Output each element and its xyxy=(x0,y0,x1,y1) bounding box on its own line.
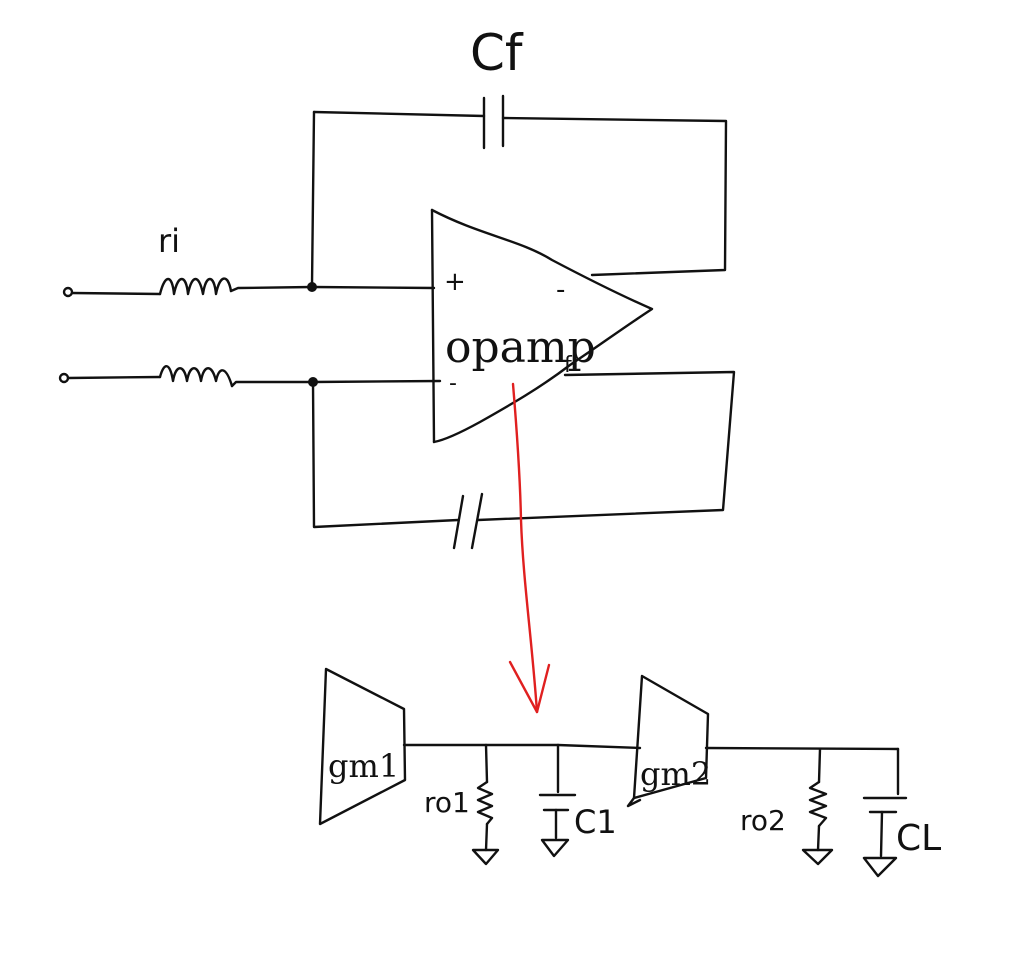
gm2-stage: gm2 xyxy=(626,674,711,808)
gm2-label: gm2 xyxy=(640,755,711,793)
ri-label: ri xyxy=(158,222,180,260)
gm1-stage: gm1 xyxy=(318,667,407,826)
bottom-feedback-capacitor xyxy=(311,370,736,550)
input-terminal-top xyxy=(62,286,74,298)
interstage-node: ro1 C1 xyxy=(402,743,642,866)
opamp-subscript: f xyxy=(564,353,573,378)
bottom-input-resistor xyxy=(58,365,442,388)
ro1-label: ro1 xyxy=(424,786,470,819)
gm1-label: gm1 xyxy=(328,747,399,785)
top-input-resistor: ri xyxy=(62,222,436,298)
opamp-label: opamp xyxy=(445,322,596,373)
input-minus-sign: - xyxy=(449,371,457,396)
ro2-label: ro2 xyxy=(740,804,786,837)
expansion-arrow xyxy=(508,382,551,714)
output-minus-sign: - xyxy=(556,275,565,305)
cf-label: Cf xyxy=(470,24,524,82)
plus-sign: + xyxy=(444,267,466,297)
opamp-symbol: + - - opamp f xyxy=(430,208,654,444)
output-node: ro2 CL xyxy=(704,746,941,878)
c1-label: C1 xyxy=(574,803,617,841)
top-feedback-capacitor: Cf xyxy=(310,24,728,287)
cl-label: CL xyxy=(896,818,941,859)
